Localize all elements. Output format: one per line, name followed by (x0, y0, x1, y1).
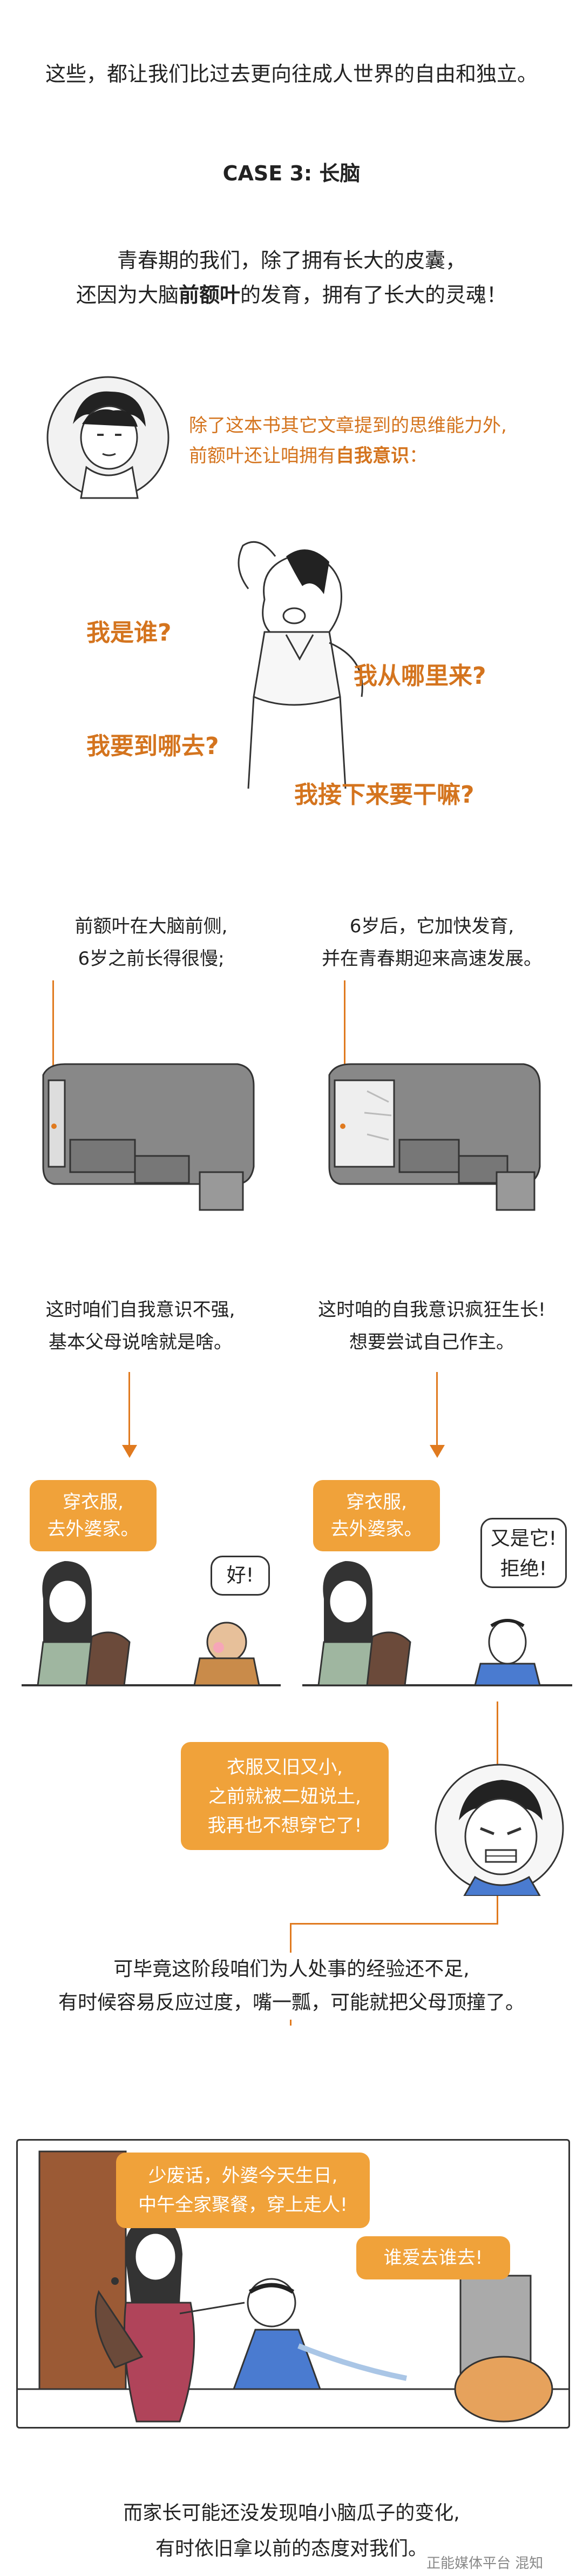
case-title: CASE 3: 长脑 (222, 162, 361, 185)
author-avatar (43, 373, 173, 502)
para2: 可毕竟这阶段咱们为人处事的经验还不足, 有时候容易反应过度，嘴一瓢，可能就把父母… (0, 1953, 583, 2020)
question-next: 我接下来要干嘛? (294, 781, 474, 809)
right-mom-bubble: 穿衣服, 去外婆家。 (313, 1480, 440, 1551)
right-top-line2: 并在青春期迎来高速发展。 (322, 948, 542, 970)
thinking-boy-illustration (184, 535, 410, 794)
left-brain-pointer (52, 980, 54, 1126)
argument-scene-panel (16, 2139, 570, 2429)
para1-bold: 前额叶 (178, 283, 240, 307)
scene-mom-bubble: 少废话，外婆今天生日, 中午全家聚餐，穿上走人! (116, 2153, 370, 2228)
note-line1: 除了这本书其它文章提到的思维能力外, (189, 415, 507, 436)
left-arrow-line (128, 1372, 130, 1448)
para1-line1: 青春期的我们，除了拥有长大的皮囊， (117, 248, 466, 272)
left-kid-bubble: 好! (211, 1556, 270, 1596)
brain-before-6 (32, 1059, 259, 1221)
right-mid-text: 这时咱的自我意识疯狂生长! 想要尝试自己作主。 (281, 1294, 583, 1358)
right-top-text: 6岁后，它加快发育, 并在青春期迎来高速发展。 (292, 910, 572, 975)
question-from: 我从哪里来? (354, 662, 486, 690)
brain-after-6 (313, 1059, 551, 1221)
left-mid-line1: 这时咱们自我意识不强, (45, 1299, 235, 1321)
scene-kid-bubble: 谁爱去谁去! (356, 2236, 510, 2279)
para1-pre: 还因为大脑 (76, 283, 179, 307)
right-arrow-head (430, 1445, 445, 1458)
para2-line2: 有时候容易反应过度，嘴一瓢，可能就把父母顶撞了。 (55, 1986, 528, 2020)
para1-post: 的发育，拥有了长大的灵魂！ (240, 283, 507, 307)
right-mid-line2: 想要尝试自己作主。 (349, 1331, 514, 1353)
para1-line2: 还因为大脑前额叶的发育，拥有了长大的灵魂！ (0, 278, 583, 312)
note-line2: 前额叶还让咱拥有自我意识： (189, 441, 561, 471)
para1: 青春期的我们，除了拥有长大的皮囊， 还因为大脑前额叶的发育，拥有了长大的灵魂！ (0, 243, 583, 312)
left-mid-line2: 基本父母说啥就是啥。 (49, 1331, 232, 1353)
outro: 而家长可能还没发现咱小脑瓜子的变化, 有时依旧拿以前的态度对我们。 (0, 2496, 583, 2567)
right-mid-line1: 这时咱的自我意识疯狂生长! (318, 1299, 546, 1321)
para2-connector-up (497, 1896, 498, 1925)
right-kid-bubble: 又是它! 拒绝! (480, 1518, 567, 1588)
angry-kid-face (432, 1761, 567, 1897)
outro-line2: 有时依旧拿以前的态度对我们。 (155, 2538, 428, 2560)
note-text: 除了这本书其它文章提到的思维能力外, 前额叶还让咱拥有自我意识： (189, 411, 561, 471)
left-top-line2: 6岁之前长得很慢; (78, 948, 225, 970)
para2-line1: 可毕竟这阶段咱们为人处事的经验还不足, (110, 1953, 473, 1986)
outro-line1: 而家长可能还没发现咱小脑瓜子的变化, (123, 2502, 460, 2524)
left-mid-text: 这时咱们自我意识不强, 基本父母说啥就是啥。 (0, 1294, 281, 1358)
left-arrow-head (122, 1445, 137, 1458)
right-scene (302, 1480, 572, 1696)
left-scene (22, 1480, 281, 1696)
note-bold: 自我意识 (336, 445, 409, 467)
watermark: 正能媒体平台 混知 (426, 2555, 544, 2572)
right-top-line1: 6岁后，它加快发育, (349, 916, 514, 937)
note-pre: 前额叶还让咱拥有 (189, 445, 336, 467)
note-post: ： (409, 445, 428, 467)
left-top-line1: 前额叶在大脑前侧, (74, 916, 228, 937)
left-mom-bubble: 穿衣服, 去外婆家。 (30, 1480, 157, 1551)
question-where: 我要到哪去? (86, 732, 219, 760)
left-top-text: 前额叶在大脑前侧, 6岁之前长得很慢; (22, 910, 281, 975)
intro-line: 这些，都让我们比过去更向往成人世界的自由和独立。 (45, 62, 538, 86)
right-brain-pointer (344, 980, 345, 1126)
angry-bubble: 衣服又旧又小, 之前就被二妞说土, 我再也不想穿它了! (181, 1742, 389, 1850)
angry-pointer-line (497, 1701, 498, 1769)
para2-connector-h (290, 1923, 498, 1925)
right-arrow-line (436, 1372, 438, 1448)
question-who: 我是谁? (86, 619, 172, 647)
